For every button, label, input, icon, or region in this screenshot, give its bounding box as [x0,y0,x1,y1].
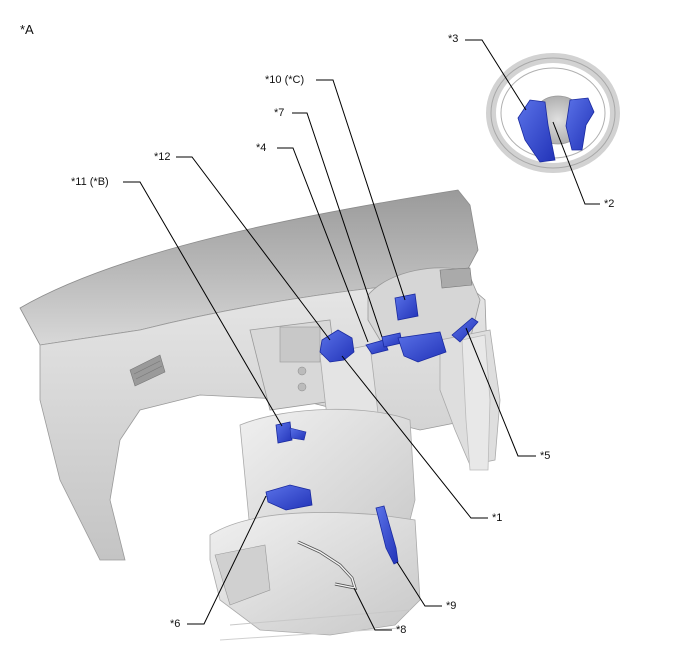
callout-2: *2 [604,198,615,210]
callout-7: *6 [170,618,181,630]
steering-wheel [486,53,620,173]
component-11-ecu [275,421,307,444]
leader-lines [123,39,600,631]
component-7-seat-ecu [265,484,313,511]
callout-8: *8 [396,624,407,636]
component-9-buckle-switch [375,505,399,565]
callout-11: *11 (*B) [71,176,109,188]
component-10-meter-ecu [394,293,419,321]
callout-6: *7 [274,107,285,119]
component-8-seat-harness [297,540,358,590]
view-label: *A [20,22,34,37]
callout-12: *12 [154,151,171,163]
driver-seat [209,408,421,641]
callout-9: *9 [446,600,457,612]
callout-4: *4 [256,142,267,154]
callout-5: *5 [540,450,551,462]
callout-3: *3 [448,33,459,45]
component-5-switch-lever [451,317,479,343]
callout-1: *1 [492,512,503,524]
component-4-6-combination-switch [365,331,447,363]
callout-10: *10 (*C) [265,74,305,86]
